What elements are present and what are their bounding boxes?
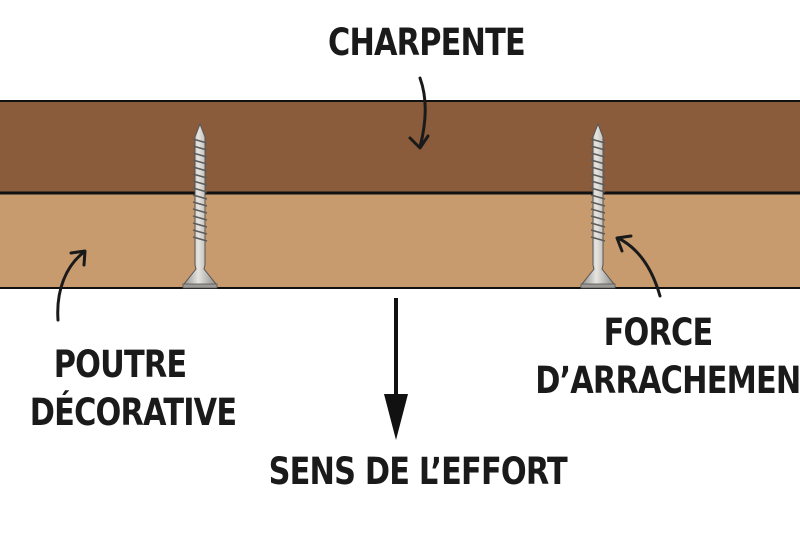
charpente-label: CHARPENTE — [328, 21, 526, 64]
poutre-pointer-arrow — [56, 249, 87, 322]
force-pointer-arrow — [615, 234, 662, 298]
charpente-pointer-arrow — [408, 76, 430, 150]
charpente-beam — [0, 100, 800, 194]
poutre-decorative-label-line2: DÉCORATIVE — [29, 391, 237, 434]
poutre-decorative-beam — [0, 192, 800, 289]
force-label-line2: D’ARRACHEMENT — [535, 359, 800, 402]
sens-effort-label: SENS DE L’EFFORT — [268, 450, 568, 493]
poutre-decorative-label-line1: POUTRE — [53, 343, 187, 386]
force-label-line1: FORCE — [603, 311, 714, 354]
arrow-down-icon — [384, 298, 408, 440]
